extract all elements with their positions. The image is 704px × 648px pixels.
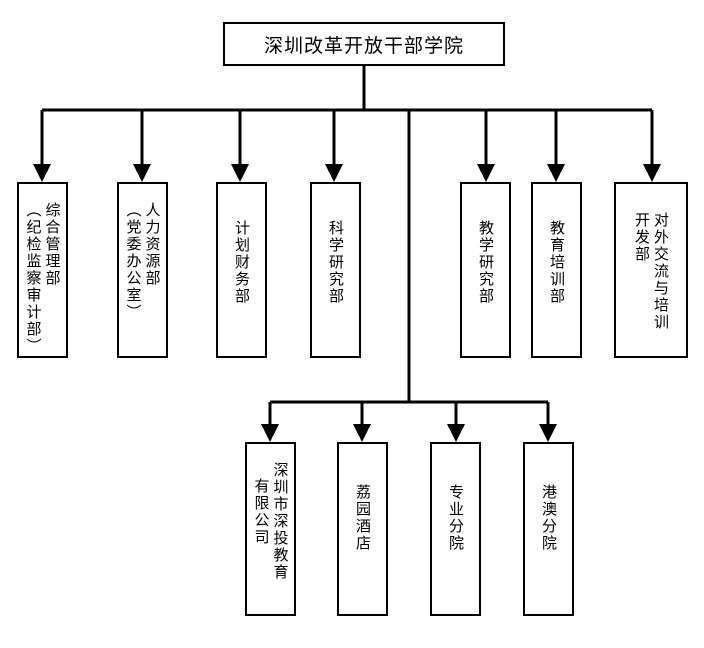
- arrowhead-dept-4: [325, 164, 343, 182]
- sub-liyuan-hotel: 荔园酒店: [337, 442, 388, 616]
- sub-label-line: 荔园酒店: [354, 484, 372, 552]
- sub-label-line: 港澳分院: [540, 484, 558, 552]
- sub-professional-branch: 专业分院: [430, 442, 481, 616]
- sub-label-line: 专业分院: [447, 484, 465, 552]
- arrowhead-dept-3: [231, 164, 249, 182]
- dept-external-exchange: 对外交流与培训 开发部: [614, 182, 688, 358]
- dept-label-line: 开发部: [633, 212, 651, 263]
- dept-label-line: 对外交流与培训: [652, 212, 670, 331]
- dept-label-line: 科学研究部: [327, 220, 345, 305]
- arrowhead-dept-1: [33, 164, 51, 182]
- sub-hk-macau-branch: 港澳分院: [523, 442, 574, 616]
- dept-label-line: （纪检监察审计部）: [24, 202, 43, 355]
- root-node-label: 深圳改革开放干部学院: [263, 34, 464, 57]
- dept-teaching-research: 教学研究部: [460, 182, 511, 358]
- sub-shentou-education: 深圳市深投教育 有限公司: [245, 442, 296, 616]
- dept-label-line: （党委办公室）: [124, 202, 143, 321]
- dept-scientific-research: 科学研究部: [310, 182, 361, 358]
- dept-comprehensive-management: 综合管理部 （纪检监察审计部）: [17, 182, 68, 358]
- arrowhead-sub-4: [539, 424, 557, 442]
- sub-label-line: 深圳市深投教育: [271, 462, 290, 581]
- dept-human-resources: 人力资源部 （党委办公室）: [117, 182, 168, 358]
- sub-label-line: 有限公司: [252, 478, 271, 546]
- arrowhead-sub-1: [261, 424, 279, 442]
- root-node: 深圳改革开放干部学院: [223, 22, 505, 66]
- arrowhead-dept-6: [547, 164, 565, 182]
- dept-label-line: 教学研究部: [477, 220, 495, 305]
- arrowhead-dept-2: [133, 164, 151, 182]
- arrowhead-sub-3: [447, 424, 465, 442]
- arrowhead-sub-2: [353, 424, 371, 442]
- dept-planning-finance: 计划财务部: [216, 182, 267, 358]
- dept-education-training: 教育培训部: [531, 182, 582, 358]
- arrowhead-dept-5: [477, 164, 495, 182]
- dept-label-line: 人力资源部: [143, 202, 162, 287]
- dept-label-line: 综合管理部: [43, 202, 62, 287]
- dept-label-line: 教育培训部: [548, 220, 566, 305]
- dept-label-line: 计划财务部: [233, 220, 251, 305]
- arrowhead-dept-7: [643, 164, 661, 182]
